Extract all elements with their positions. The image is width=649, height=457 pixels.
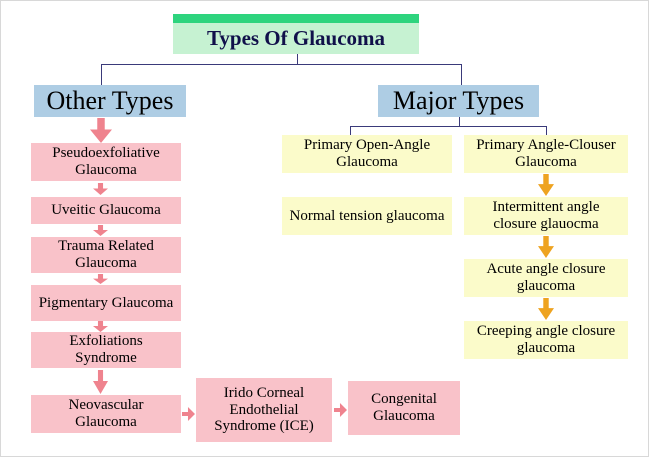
down-arrow-icon	[538, 298, 554, 320]
box-pseudoexfoliative-glaucoma: Pseudoexfoliative Glaucoma	[31, 143, 181, 181]
box-primary-open-angle-glaucoma: Primary Open-Angle Glaucoma	[282, 135, 452, 173]
connector-title-stem	[297, 54, 298, 64]
down-arrow-icon	[93, 183, 108, 195]
down-arrow-icon	[93, 321, 108, 332]
box-acute-angle-closure-glaucoma: Acute angle closure glaucoma	[464, 259, 628, 297]
box-congenital-glaucoma: Congenital Glaucoma	[348, 381, 460, 435]
box-trauma-related-glaucoma: Trauma Related Glaucoma	[31, 237, 181, 273]
box-ice-syndrome: Irido Corneal Endothelial Syndrome (ICE)	[196, 378, 332, 442]
down-arrow-icon	[90, 118, 112, 143]
right-arrow-icon	[334, 403, 347, 417]
branch-major-types: Major Types	[378, 85, 539, 117]
right-arrow-icon	[182, 407, 195, 421]
down-arrow-icon	[538, 236, 554, 258]
connector-major-horizontal	[350, 126, 547, 127]
box-normal-tension-glaucoma: Normal tension glaucoma	[282, 197, 452, 235]
title-accent-bar	[173, 14, 419, 23]
connector-major-stem	[459, 117, 460, 126]
box-creeping-angle-closure-glaucoma: Creeping angle closure glaucoma	[464, 321, 628, 359]
branch-other-types: Other Types	[34, 85, 186, 117]
down-arrow-icon	[93, 370, 108, 394]
diagram-title: Types Of Glaucoma	[173, 23, 419, 54]
box-pigmentary-glaucoma: Pigmentary Glaucoma	[31, 285, 181, 321]
box-exfoliations-syndrome: Exfoliations Syndrome	[31, 332, 181, 368]
box-uveitic-glaucoma: Uveitic Glaucoma	[31, 197, 181, 224]
connector-angle-closure-drop	[546, 126, 547, 135]
connector-other-drop	[101, 64, 102, 85]
connector-open-angle-drop	[350, 126, 351, 135]
down-arrow-icon	[538, 174, 554, 196]
down-arrow-icon	[93, 274, 108, 284]
box-neovascular-glaucoma: Neovascular Glaucoma	[31, 395, 181, 433]
box-primary-angle-closure-glaucoma: Primary Angle-Clouser Glaucoma	[464, 135, 628, 173]
connector-major-drop	[461, 64, 462, 85]
down-arrow-icon	[93, 225, 108, 236]
box-intermittent-angle-closure-glaucoma: Intermittent angle closure glauocma	[464, 197, 628, 235]
connector-main-horizontal	[101, 64, 462, 65]
